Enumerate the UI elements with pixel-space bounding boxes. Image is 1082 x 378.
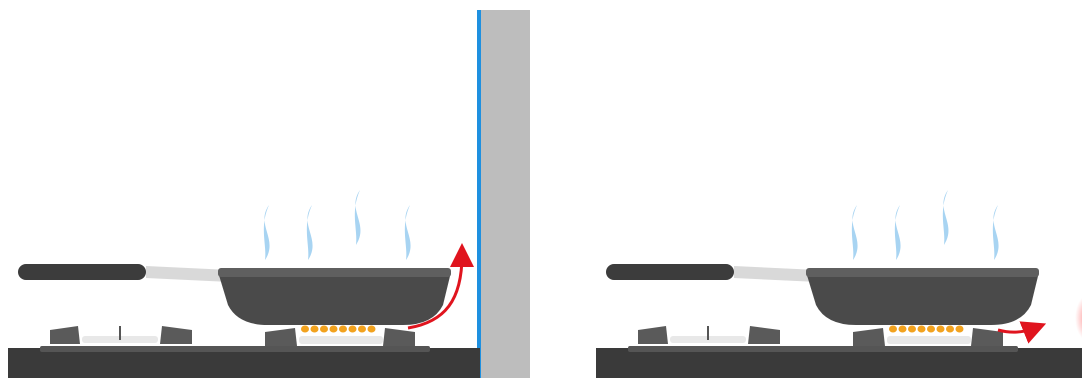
flame-icon xyxy=(936,325,945,333)
flame-icon xyxy=(946,325,954,333)
handle-shaft xyxy=(734,266,818,282)
heat-glow xyxy=(1075,297,1082,339)
flame-icon xyxy=(329,325,338,333)
panel-pan-touching-wall xyxy=(596,190,1082,378)
heat-arrow-icon xyxy=(997,321,1047,344)
grate-right-bar xyxy=(971,328,1003,346)
heat-arrow-icon xyxy=(407,243,474,330)
grate-left-bar xyxy=(638,326,668,344)
flame-icon xyxy=(301,325,309,333)
grate-left-bar xyxy=(853,328,885,346)
flame-icon xyxy=(348,325,357,333)
flame-icon xyxy=(320,325,328,333)
grate-left-bar xyxy=(50,326,80,344)
flame-icon xyxy=(927,325,935,333)
cooktop xyxy=(596,348,1082,378)
cooktop-rim xyxy=(628,346,1018,352)
grate-right-bar xyxy=(748,326,780,344)
grate-right-bar xyxy=(383,328,415,346)
wall xyxy=(480,10,530,378)
flame-icon xyxy=(955,325,964,333)
flame-icon xyxy=(898,325,907,333)
right-burner xyxy=(887,336,971,344)
handle-grip xyxy=(606,264,734,280)
flame-icon xyxy=(908,325,916,333)
steam-icon xyxy=(894,205,901,260)
wall-edge xyxy=(477,10,481,378)
handle-shaft xyxy=(146,266,230,282)
flame-icon xyxy=(889,325,897,333)
panel-pan-away-from-wall xyxy=(8,10,530,378)
grate-right-bar xyxy=(160,326,192,344)
steam-icon xyxy=(263,205,270,260)
steam-icon xyxy=(992,205,999,260)
steam-icon xyxy=(354,190,361,245)
steam-icon xyxy=(851,205,858,260)
flame-icon xyxy=(339,325,347,333)
flame-icon xyxy=(310,325,319,333)
flame-icon xyxy=(358,325,366,333)
pan-body xyxy=(218,272,451,325)
flame-icon xyxy=(917,325,926,333)
cooktop xyxy=(8,348,480,378)
grate-left-bar xyxy=(265,328,297,346)
steam-icon xyxy=(942,190,949,245)
flame-icon xyxy=(367,325,376,333)
right-burner xyxy=(299,336,383,344)
cooktop-rim xyxy=(40,346,430,352)
pan-rim xyxy=(806,268,1039,277)
pan-body xyxy=(806,272,1039,325)
pan-rim xyxy=(218,268,451,277)
steam-icon xyxy=(404,205,411,260)
handle-grip xyxy=(18,264,146,280)
steam-icon xyxy=(306,205,313,260)
